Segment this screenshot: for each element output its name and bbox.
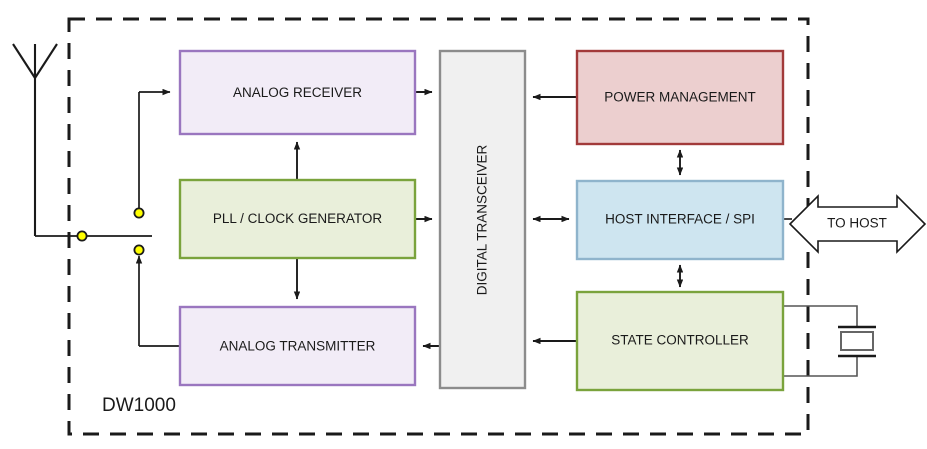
block-digital-transceiver[interactable]: DIGITAL TRANSCEIVER <box>438 49 527 390</box>
block-state-controller-rect[interactable] <box>575 290 785 392</box>
block-analog-receiver[interactable]: ANALOG RECEIVER <box>178 49 417 136</box>
block-power-management-label: POWER MANAGEMENT <box>604 90 756 105</box>
block-power-management[interactable]: POWER MANAGEMENT <box>575 49 785 146</box>
crystal-oscillator-icon <box>838 325 876 358</box>
internal-connections <box>293 88 684 350</box>
block-power-management-rect[interactable] <box>575 49 785 146</box>
switch-node-dots[interactable] <box>76 207 145 256</box>
block-pll-clock-generator[interactable]: PLL / CLOCK GENERATOR <box>178 178 417 260</box>
rf-switch-wiring <box>35 88 180 347</box>
block-analog-receiver-rect[interactable] <box>178 49 417 136</box>
to-host-arrow-shape <box>788 194 927 254</box>
rf-common-node-dot[interactable] <box>76 230 88 242</box>
block-analog-transmitter-rect[interactable] <box>178 305 417 387</box>
block-pll-clock-generator-label: PLL / CLOCK GENERATOR <box>213 211 383 226</box>
block-digital-transceiver-rect[interactable] <box>438 49 527 390</box>
to-host-label: TO HOST <box>827 216 887 231</box>
block-host-interface-spi-label: HOST INTERFACE / SPI <box>605 212 755 227</box>
block-host-interface-spi-rect[interactable] <box>575 179 785 261</box>
chip-name-label: DW1000 <box>102 395 176 416</box>
block-analog-transmitter[interactable]: ANALOG TRANSMITTER <box>178 305 417 387</box>
block-pll-clock-generator-rect[interactable] <box>178 178 417 260</box>
rx-switch-node-dot[interactable] <box>133 207 145 219</box>
tx-switch-node-dot[interactable] <box>133 244 145 256</box>
block-host-interface-spi[interactable]: HOST INTERFACE / SPI <box>575 179 785 261</box>
block-analog-transmitter-label: ANALOG TRANSMITTER <box>220 339 376 354</box>
antenna-icon <box>12 43 58 236</box>
block-analog-receiver-label: ANALOG RECEIVER <box>233 85 362 100</box>
block-state-controller-label: STATE CONTROLLER <box>611 333 749 348</box>
crystal-wiring <box>783 305 858 377</box>
block-state-controller[interactable]: STATE CONTROLLER <box>575 290 785 392</box>
block-digital-transceiver-label: DIGITAL TRANSCEIVER <box>475 144 490 295</box>
